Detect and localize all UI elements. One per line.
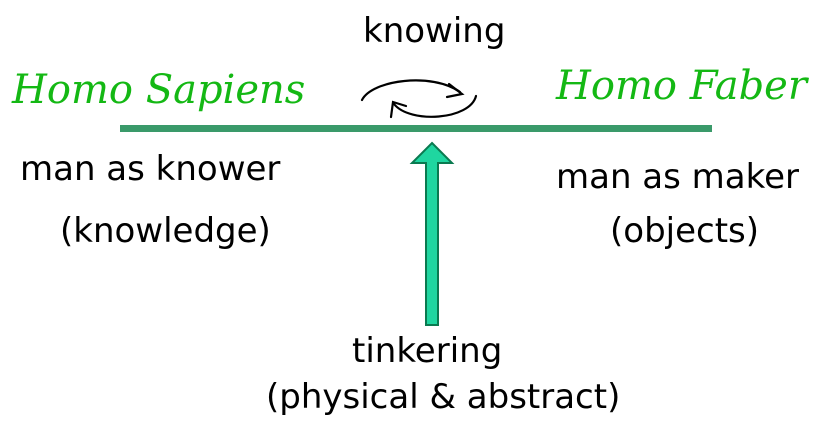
- cycle-arrowhead-lower: [389, 100, 408, 119]
- up-arrow-shape: [409, 141, 455, 326]
- cycle-arc-upper: [360, 79, 462, 102]
- cycle-arrowhead-upper: [445, 82, 465, 99]
- tinkering-label: tinkering: [352, 331, 503, 371]
- cycle-arc-lower: [392, 94, 478, 118]
- man-as-knower-label: man as knower: [20, 149, 281, 189]
- horizontal-bar: [120, 125, 712, 132]
- homo-faber-title: Homo Faber: [556, 63, 807, 109]
- physical-abstract-label: (physical & abstract): [266, 377, 621, 417]
- man-as-maker-label: man as maker: [556, 157, 799, 197]
- objects-label: (objects): [610, 211, 760, 251]
- knowing-label: knowing: [363, 11, 506, 51]
- up-arrow-icon: [409, 141, 455, 326]
- homo-sapiens-title: Homo Sapiens: [12, 67, 306, 113]
- cycle-arrows-icon: [360, 79, 478, 119]
- knowledge-label: (knowledge): [60, 211, 271, 251]
